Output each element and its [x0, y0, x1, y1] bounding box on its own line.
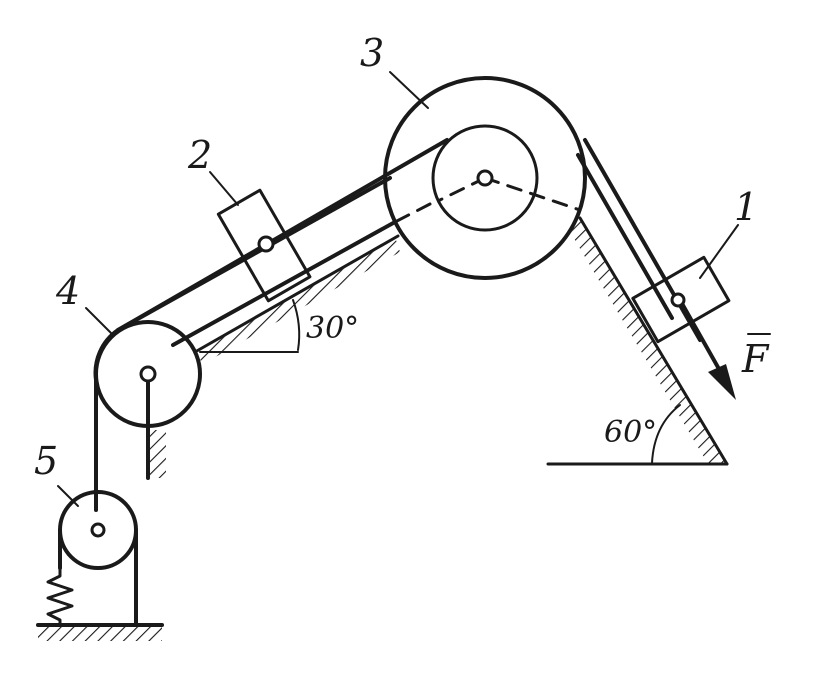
right-angle-arc — [651, 404, 681, 464]
label-right-angle: 60° — [604, 415, 657, 450]
body-2-pin — [257, 235, 275, 253]
ground-hatching — [38, 627, 162, 641]
drum-3-axle — [476, 169, 494, 187]
label-body-3: 3 — [360, 31, 384, 75]
right-incline-surface — [578, 216, 729, 466]
label-force: F — [741, 337, 770, 381]
leader-3 — [389, 71, 429, 109]
pulley-5-axle — [90, 522, 106, 538]
pulley-4-post-hatching — [150, 430, 166, 478]
left-incline-surface — [193, 234, 400, 354]
belt-mid-segment — [116, 176, 392, 332]
pulley-4-belt-wrap — [93, 328, 120, 382]
label-left-angle: 30° — [306, 311, 359, 346]
right-incline-hatching — [566, 218, 726, 464]
leader-4 — [85, 307, 113, 335]
label-body-1: 1 — [734, 185, 758, 229]
body-1-block — [631, 255, 731, 344]
left-angle-arc — [292, 299, 301, 351]
force-arrow-head — [708, 364, 736, 400]
left-incline-hatching — [195, 237, 400, 364]
leader-2 — [209, 171, 239, 206]
body-2-block — [216, 188, 312, 303]
rope-to-body-1 — [583, 138, 702, 342]
belt-lower-line — [171, 220, 397, 347]
pulley-4-axle — [139, 365, 157, 383]
leader-1 — [699, 224, 739, 279]
drum-3-support-left-ext — [393, 202, 432, 224]
rope-to-body-1-b — [576, 153, 674, 320]
spring — [46, 566, 74, 627]
body-1-pin — [670, 292, 686, 308]
leader-5 — [57, 485, 79, 507]
label-body-2: 2 — [187, 133, 212, 177]
drum-3-inner — [431, 124, 539, 232]
drum-3-support-right — [483, 176, 582, 212]
label-body-4: 4 — [55, 269, 80, 313]
label-body-5: 5 — [34, 439, 58, 483]
